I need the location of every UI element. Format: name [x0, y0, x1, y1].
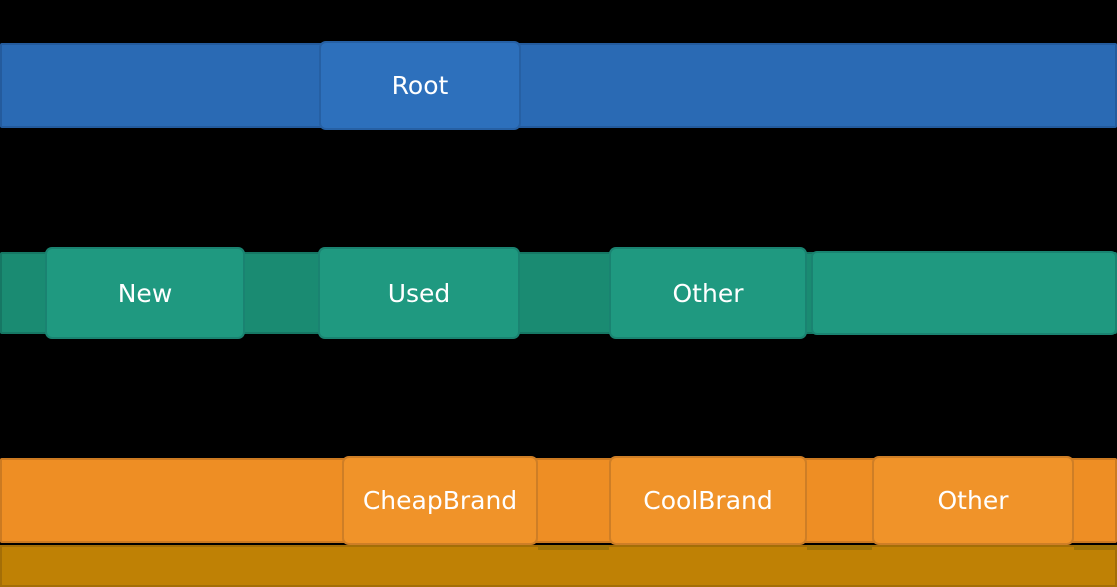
level4-cropped-band — [0, 545, 1117, 587]
node-coolbrand-label: CoolBrand — [643, 486, 773, 515]
node-new[interactable]: New — [45, 247, 245, 339]
level4-gap-strip — [807, 545, 872, 550]
level1-bar — [0, 43, 1117, 128]
node-used-label: Used — [387, 278, 451, 308]
node-root[interactable]: Root — [319, 41, 521, 130]
node-other-brand-label: Other — [937, 486, 1009, 515]
node-cheapbrand[interactable]: CheapBrand — [342, 456, 538, 545]
node-used[interactable]: Used — [318, 247, 520, 339]
node-unlabeled-condition[interactable] — [811, 251, 1117, 335]
level4-gap-strip — [1074, 545, 1117, 550]
node-other-condition[interactable]: Other — [609, 247, 807, 339]
node-root-label: Root — [391, 71, 449, 100]
node-cheapbrand-label: CheapBrand — [362, 486, 518, 515]
node-new-label: New — [117, 278, 173, 308]
node-coolbrand[interactable]: CoolBrand — [609, 456, 807, 545]
node-other-brand[interactable]: Other — [872, 456, 1074, 545]
level4-gap-strip — [538, 545, 609, 550]
node-other-condition-label: Other — [672, 278, 744, 308]
